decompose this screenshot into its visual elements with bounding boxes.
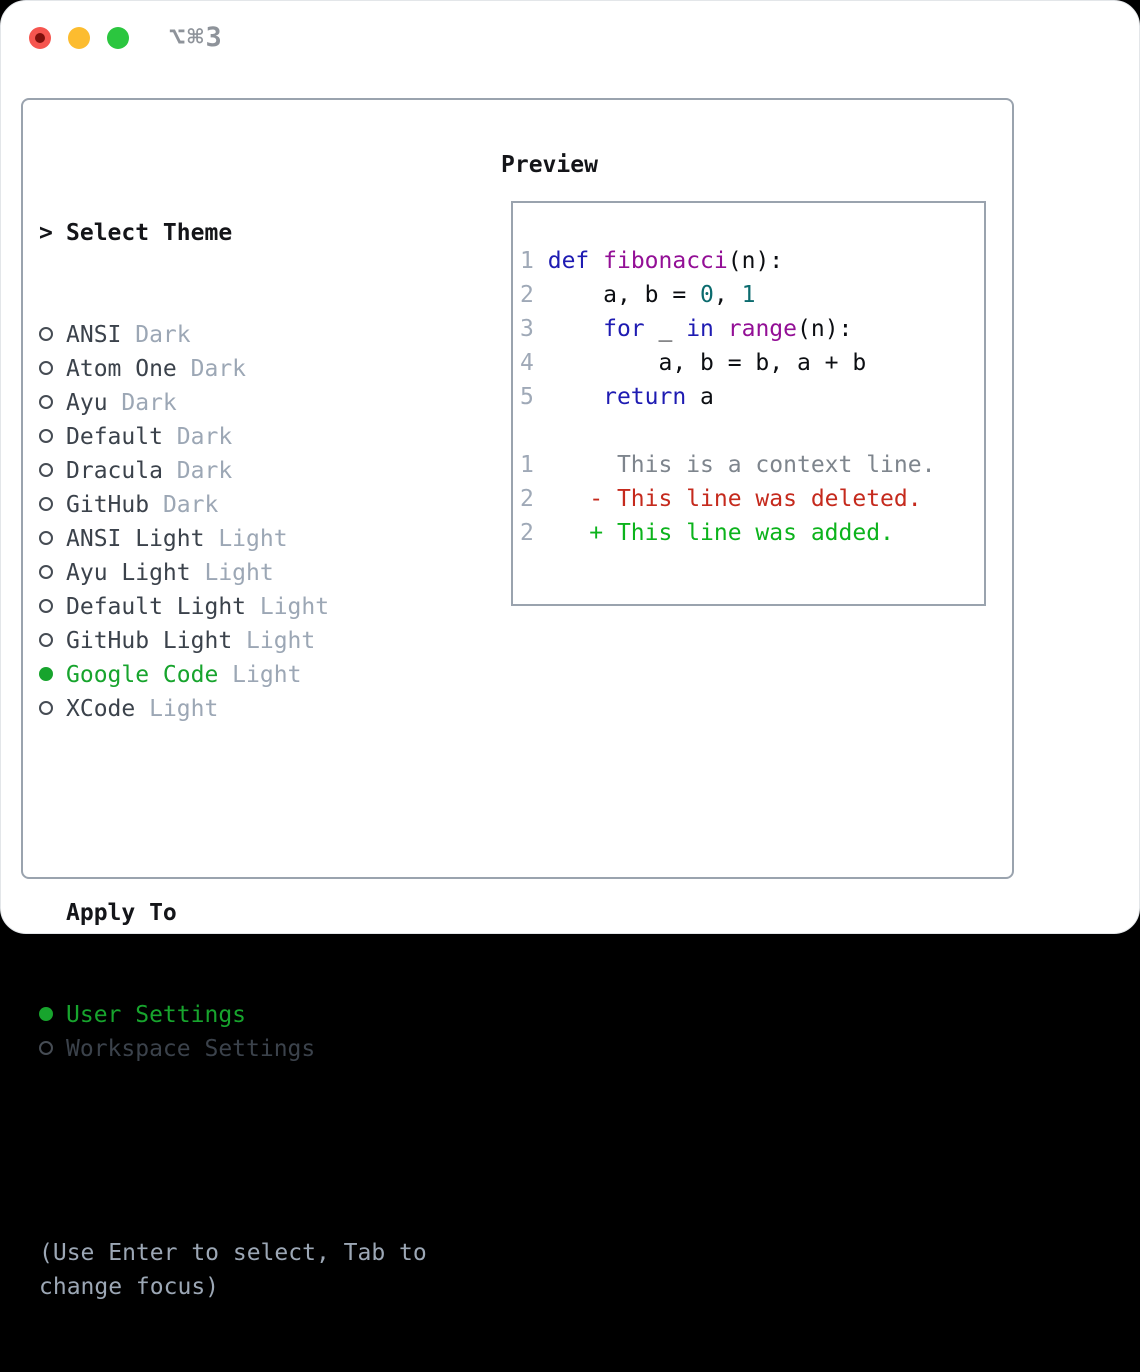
radio-icon — [39, 420, 66, 454]
theme-name: XCode — [66, 696, 136, 722]
theme-name: Ayu Light — [66, 560, 191, 586]
radio-icon — [39, 522, 66, 556]
preview-code-line: 2 - This line was deleted. — [520, 486, 922, 512]
theme-name: Ayu — [66, 390, 108, 416]
spacer — [39, 794, 489, 828]
radio-icon — [39, 488, 66, 522]
hint-line: change focus) — [39, 1274, 220, 1300]
preview-code-line: 1 This is a context line. — [520, 452, 936, 478]
spacer — [39, 1134, 489, 1168]
radio-icon — [39, 318, 66, 352]
theme-option-atom-one[interactable]: Atom One Dark — [39, 352, 489, 386]
apply-to-title: Apply To — [66, 900, 177, 926]
theme-name: ANSI — [66, 322, 122, 348]
theme-option-xcode[interactable]: XCode Light — [39, 692, 489, 726]
theme-variant: Light — [246, 594, 330, 620]
line-number: 2 — [520, 520, 534, 546]
theme-option-default-light[interactable]: Default Light Light — [39, 590, 489, 624]
preview-code: 1 def fibonacci(n): 2 a, b = 0, 1 3 for _ … — [513, 203, 984, 550]
line-number: 1 — [520, 248, 534, 274]
theme-variant: Dark — [162, 458, 233, 484]
theme-variant: Dark — [149, 492, 219, 518]
radio-icon — [39, 998, 66, 1032]
theme-variant: Dark — [107, 390, 177, 416]
hint-text: (Use Enter to select, Tab to change focus… — [39, 1236, 489, 1304]
radio-icon — [39, 658, 66, 692]
theme-variant: Dark — [162, 424, 233, 450]
preview-code-line: 4 a, b = b, a + b — [520, 350, 867, 376]
theme-variant: Dark — [121, 322, 191, 348]
window-title: ⌥⌘3 — [169, 22, 224, 53]
minimize-button[interactable] — [68, 27, 90, 49]
close-button[interactable] — [29, 27, 51, 49]
preview-code-line: 5 return a — [520, 384, 714, 410]
line-number: 2 — [520, 282, 534, 308]
theme-name: Dracula — [66, 458, 163, 484]
theme-name: Default — [66, 424, 163, 450]
theme-option-default[interactable]: Default Dark — [39, 420, 489, 454]
radio-icon — [39, 1032, 66, 1066]
theme-variant: Light — [135, 696, 219, 722]
theme-option-ansi-light[interactable]: ANSI Light Light — [39, 522, 489, 556]
apply-to-header: Apply To — [39, 896, 489, 930]
radio-icon — [39, 624, 66, 658]
theme-list-header: > Select Theme — [39, 216, 489, 250]
preview-code-line: 1 def fibonacci(n): — [520, 248, 784, 274]
theme-name: Atom One — [66, 356, 177, 382]
theme-option-github[interactable]: GitHub Dark — [39, 488, 489, 522]
theme-name: GitHub — [66, 492, 150, 518]
theme-variant: Light — [204, 526, 288, 552]
theme-name: Google Code — [66, 662, 219, 688]
preview-title: Preview — [501, 152, 598, 178]
theme-option-ansi[interactable]: ANSI Dark — [39, 318, 489, 352]
apply-option-user-settings[interactable]: User Settings — [39, 998, 489, 1032]
radio-icon — [39, 386, 66, 420]
theme-list-title: Select Theme — [66, 220, 233, 246]
theme-option-ayu-light[interactable]: Ayu Light Light — [39, 556, 489, 590]
apply-option-label: User Settings — [66, 1002, 247, 1028]
line-number: 2 — [520, 486, 534, 512]
titlebar: ⌥⌘3 — [1, 1, 1139, 75]
line-number: 3 — [520, 316, 534, 342]
theme-name: Default Light — [66, 594, 247, 620]
theme-option-ayu[interactable]: Ayu Dark — [39, 386, 489, 420]
hint-line: (Use Enter to select, Tab to — [39, 1240, 427, 1266]
apply-option-label: Workspace Settings — [66, 1036, 316, 1062]
line-number: 5 — [520, 384, 534, 410]
preview-box: 1 def fibonacci(n): 2 a, b = 0, 1 3 for _ … — [511, 201, 986, 606]
theme-variant: Dark — [176, 356, 247, 382]
preview-code-line: 3 for _ in range(n): — [520, 316, 853, 342]
radio-icon — [39, 352, 66, 386]
preview-code-line: 2 a, b = 0, 1 — [520, 282, 756, 308]
theme-variant: Light — [232, 628, 316, 654]
theme-option-github-light[interactable]: GitHub Light Light — [39, 624, 489, 658]
theme-option-dracula[interactable]: Dracula Dark — [39, 454, 489, 488]
radio-icon — [39, 556, 66, 590]
preview-code-line — [520, 414, 984, 448]
close-button-dot — [35, 33, 45, 43]
theme-variant: Light — [218, 662, 302, 688]
line-number: 1 — [520, 452, 534, 478]
line-number: 4 — [520, 350, 534, 376]
apply-option-workspace-settings[interactable]: Workspace Settings — [39, 1032, 489, 1066]
radio-icon — [39, 692, 66, 726]
selection-cursor-icon: > — [39, 220, 53, 246]
preview-code-line: 2 + This line was added. — [520, 520, 894, 546]
theme-name: GitHub Light — [66, 628, 233, 654]
theme-variant: Light — [190, 560, 274, 586]
theme-option-google-code[interactable]: Google Code Light — [39, 658, 489, 692]
maximize-button[interactable] — [107, 27, 129, 49]
radio-icon — [39, 454, 66, 488]
theme-name: ANSI Light — [66, 526, 205, 552]
radio-icon — [39, 590, 66, 624]
